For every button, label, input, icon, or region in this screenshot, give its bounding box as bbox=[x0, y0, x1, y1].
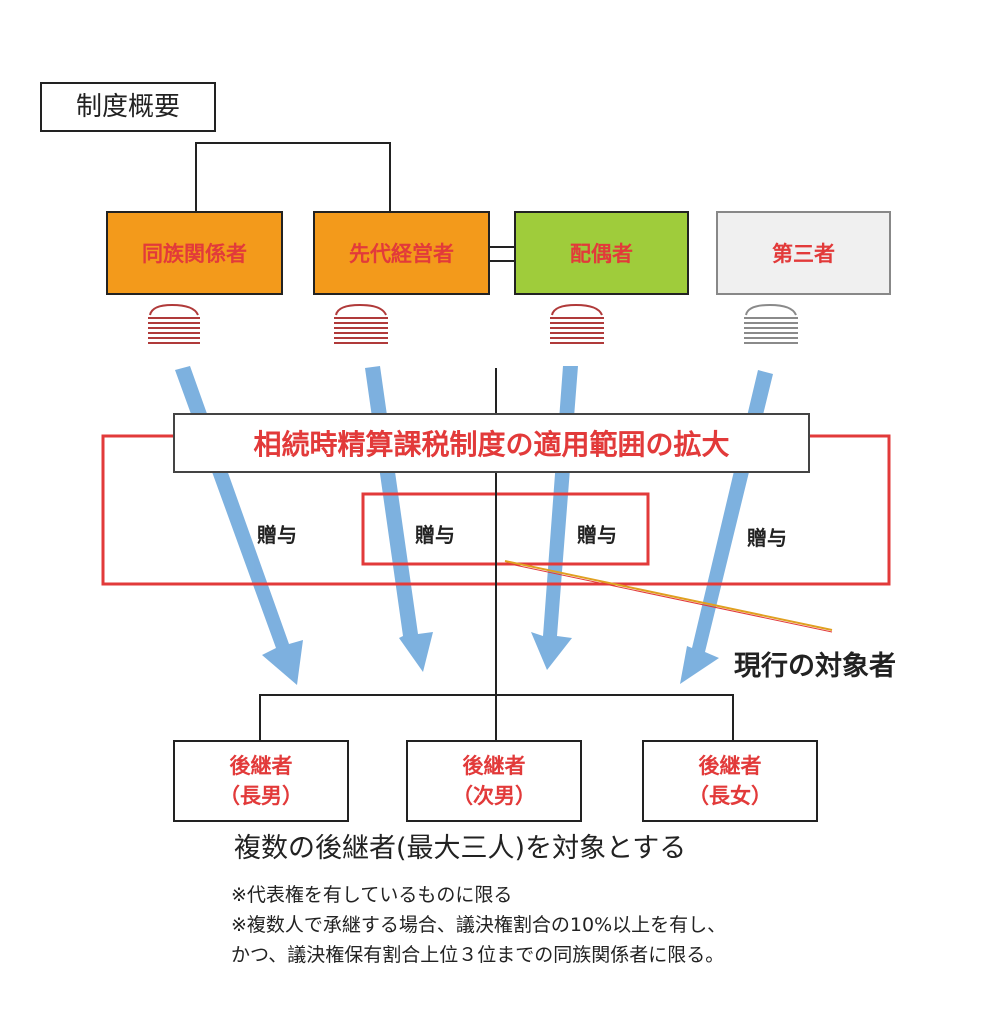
successor-tree bbox=[259, 694, 734, 740]
successor-relation: （長女） bbox=[688, 784, 772, 808]
gift-arrow bbox=[531, 366, 578, 670]
person-icon bbox=[550, 303, 604, 344]
caption: 複数の後継者(最大三人)を対象とする bbox=[234, 833, 687, 864]
person-icon bbox=[744, 303, 798, 344]
giver-family-related: 同族関係者 bbox=[106, 211, 283, 295]
successor-title: 後継者 bbox=[698, 754, 762, 778]
footnote: ※複数人で承継する場合、議決権割合の10%以上を有し、 bbox=[231, 914, 727, 936]
gift-label: 贈与 bbox=[747, 526, 787, 550]
successor-second-son: 後継者 （次男） bbox=[406, 740, 582, 822]
successor-title: 後継者 bbox=[229, 754, 293, 778]
family-bracket bbox=[195, 142, 391, 211]
scope-banner: 相続時精算課税制度の適用範囲の拡大 bbox=[173, 413, 810, 473]
gift-label: 贈与 bbox=[257, 523, 297, 547]
giver-previous-manager: 先代経営者 bbox=[313, 211, 490, 295]
giver-third-party: 第三者 bbox=[716, 211, 891, 295]
successor-relation: （次男） bbox=[452, 784, 536, 808]
current-scope-label: 現行の対象者 bbox=[734, 651, 896, 682]
footnote: かつ、議決権保有割合上位３位までの同族関係者に限る。 bbox=[231, 944, 725, 966]
person-icon bbox=[148, 303, 200, 344]
gift-label: 贈与 bbox=[415, 523, 455, 547]
successor-relation: （長男） bbox=[219, 784, 303, 808]
gift-label: 贈与 bbox=[577, 523, 617, 547]
successor-eldest-daughter: 後継者 （長女） bbox=[642, 740, 818, 822]
person-icon bbox=[334, 303, 388, 344]
pointer-line bbox=[504, 560, 833, 631]
successor-eldest-son: 後継者 （長男） bbox=[173, 740, 349, 822]
page-title: 制度概要 bbox=[40, 82, 216, 132]
current-scope-box bbox=[361, 492, 650, 566]
giver-spouse: 配偶者 bbox=[514, 211, 689, 295]
successor-title: 後継者 bbox=[462, 754, 526, 778]
footnote: ※代表権を有しているものに限る bbox=[231, 884, 513, 906]
